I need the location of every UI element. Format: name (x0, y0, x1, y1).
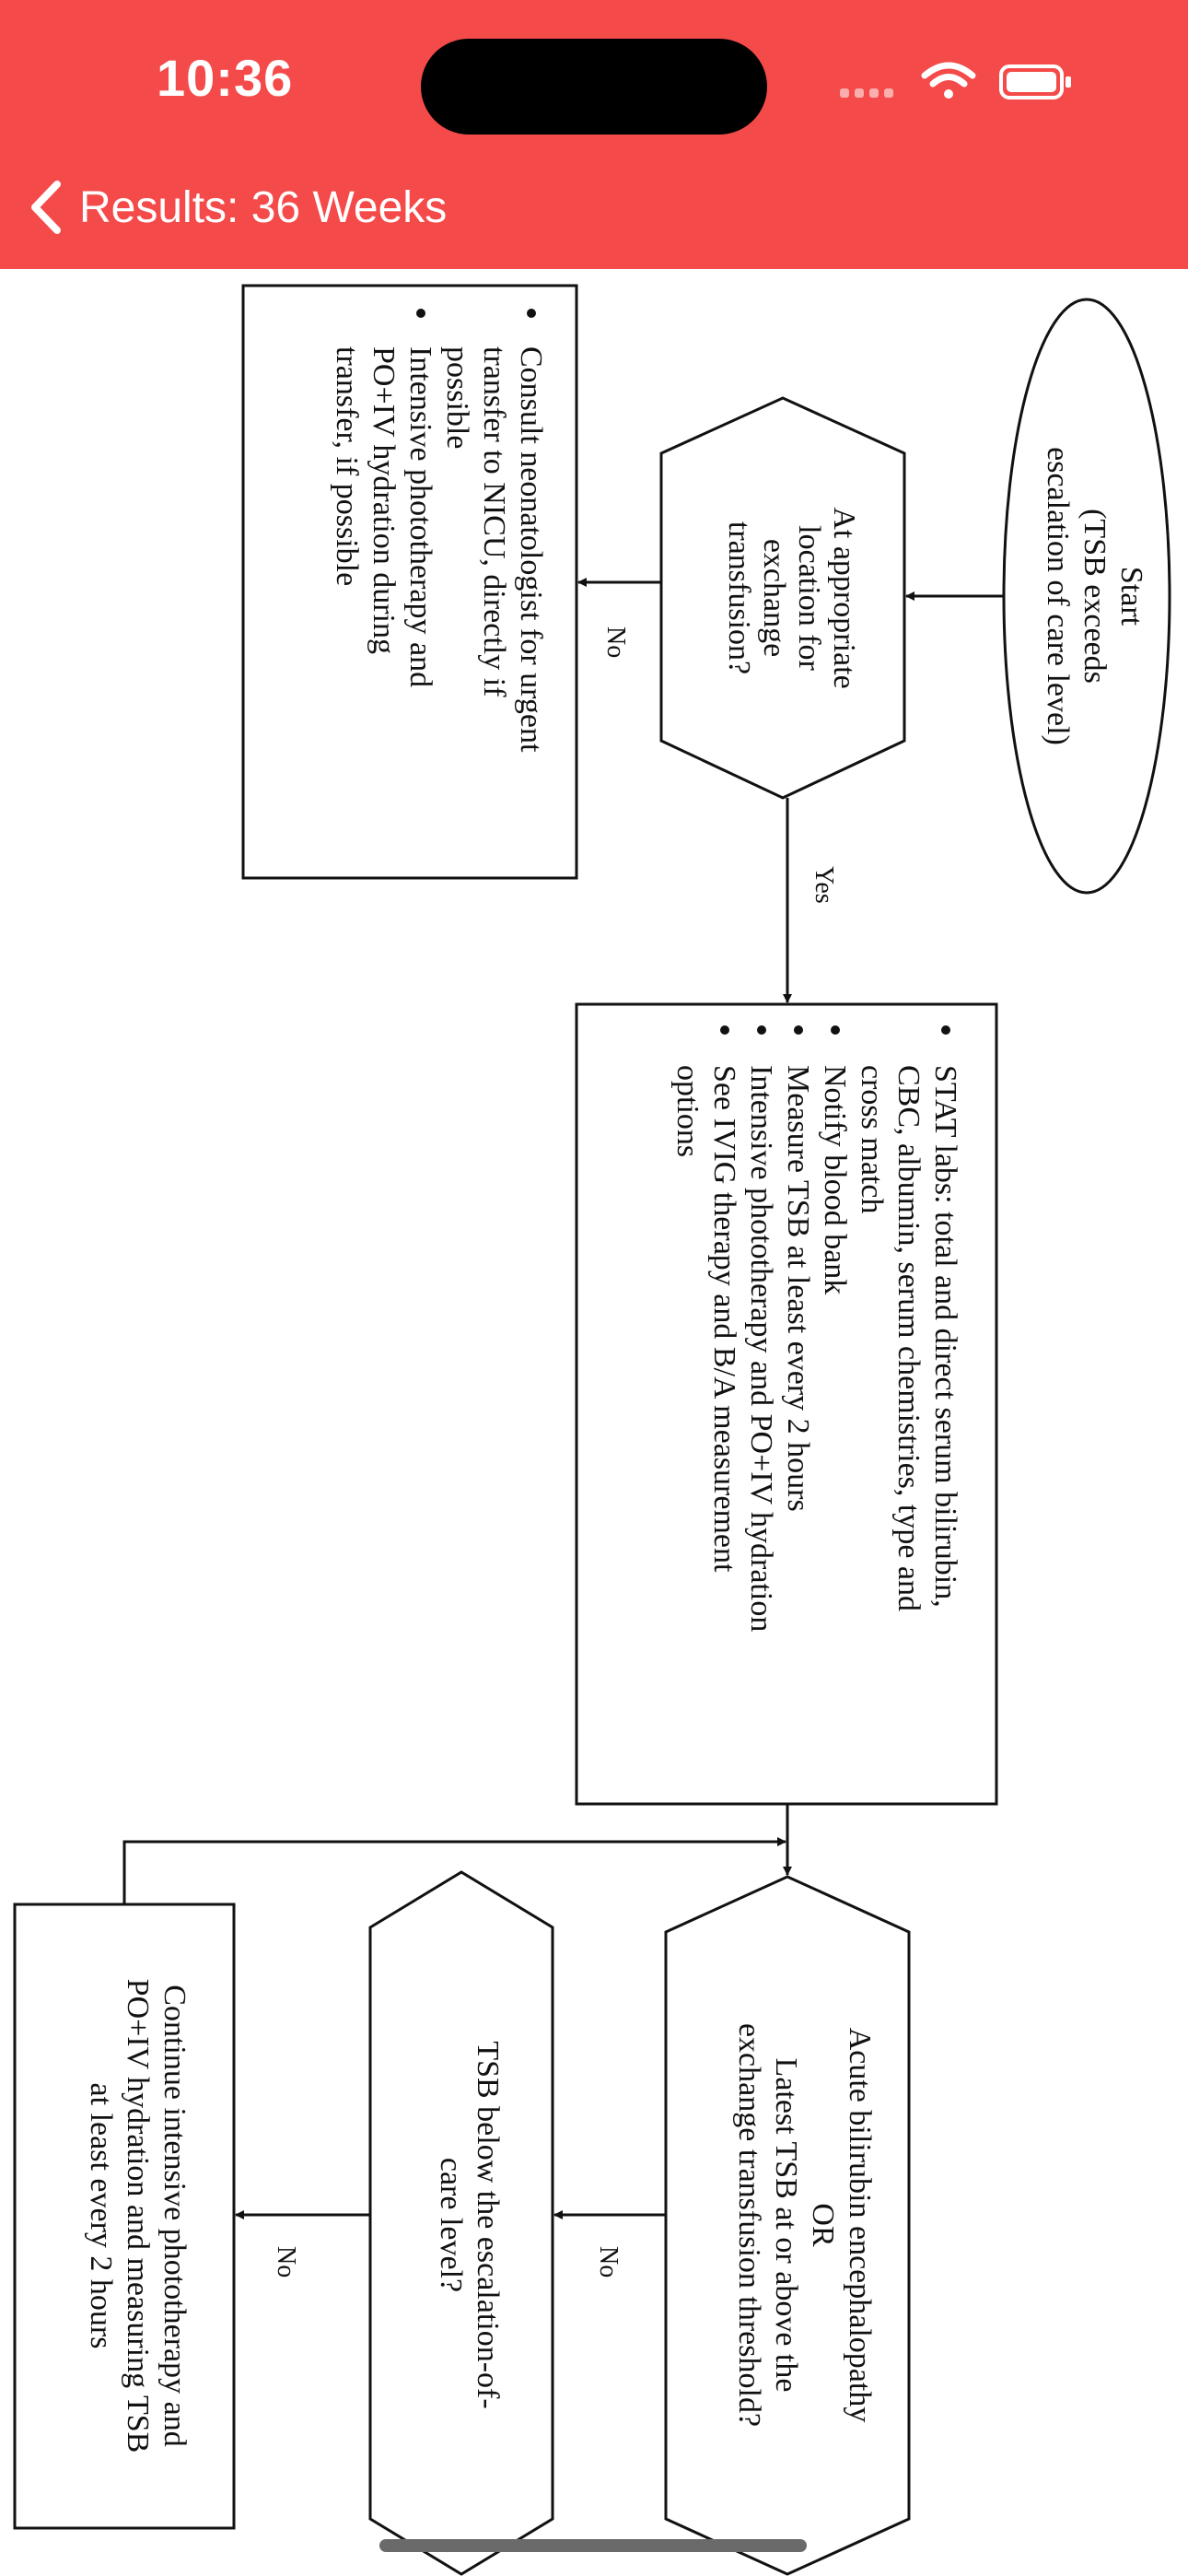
bullet-5 (794, 1025, 803, 1035)
decision-location-line-4: transfusion? (722, 521, 756, 674)
decision-location-hexagon (659, 396, 906, 800)
battery-icon (999, 64, 1071, 100)
back-label: Results: 36 Weeks (79, 182, 448, 232)
decision-enc-line-1: Acute bilirubin encephalopathy (843, 2028, 877, 2423)
box-no-line-4: Intensive phototherapy and (403, 346, 437, 687)
cellular-signal-icon (840, 88, 893, 98)
flowchart-content[interactable]: Start (TSB exceeds escalation of care le… (0, 269, 1188, 2576)
navigation-header: 10:36 Results: 36 Weeks (0, 0, 1188, 269)
start-line-1: Start (1114, 567, 1148, 626)
box-yes-line-5: Measure TSB at least every 2 hours (781, 1065, 815, 1512)
box-yes-line-7: See IVIG therapy and B/A measurement (707, 1065, 741, 1573)
decision-location-line-1: At appropriate (827, 507, 861, 688)
box-yes-line-1: STAT labs: total and direct serum biliru… (928, 1065, 962, 1608)
decision-enc-line-4: exchange transfusion threshold? (732, 2023, 766, 2427)
box-no-location (241, 284, 578, 880)
box-continue-line-2: PO+IV hydration and measuring TSB (121, 1979, 155, 2453)
wifi-icon (921, 62, 976, 99)
start-line-2: (TSB exceeds (1077, 509, 1112, 684)
bullet-2 (416, 309, 425, 318)
box-yes-line-4: Notify blood bank (818, 1065, 852, 1294)
decision-location-line-2: location for (792, 525, 826, 671)
box-yes-line-2: CBC, albumin, serum chemistries, type an… (891, 1065, 926, 1611)
label-no-2: No (594, 2246, 623, 2277)
decision-location-line-3: exchange (757, 539, 791, 657)
box-no-line-1: Consult neonatologist for urgent (514, 346, 548, 753)
label-no-1: No (601, 626, 630, 658)
box-no-line-6: transfer, if possible (330, 346, 364, 586)
box-yes-line-6: Intensive phototherapy and PO+IV hydrati… (744, 1065, 778, 1632)
dynamic-island (421, 39, 767, 135)
start-line-3: escalation of care level) (1041, 447, 1075, 745)
box-no-line-3: possible (440, 346, 474, 449)
label-no-3: No (272, 2246, 300, 2277)
box-continue-line-1: Continue intensive phototherapy and (157, 1985, 192, 2446)
decision-below-line-2: care level? (434, 2158, 468, 2292)
flowchart-diagram: Start (TSB exceeds escalation of care le… (13, 284, 1171, 2576)
box-yes-location (575, 1002, 998, 1806)
status-time: 10:36 (157, 49, 294, 107)
arrow-loop-back (122, 1837, 786, 1904)
chevron-left-icon (31, 181, 61, 234)
home-indicator[interactable] (379, 2539, 807, 2552)
bullet-6 (757, 1025, 766, 1035)
box-continue (13, 1903, 236, 2530)
bullet-3 (941, 1025, 950, 1035)
decision-enc-line-2: OR (806, 2203, 840, 2247)
back-button[interactable]: Results: 36 Weeks (28, 175, 447, 240)
bullet-4 (831, 1025, 840, 1035)
decision-below-hexagon (368, 1870, 554, 2576)
decision-below-line-1: TSB below the escalation-of- (471, 2041, 505, 2408)
decision-encephalopathy-hexagon (664, 1875, 911, 2576)
label-yes-1: Yes (809, 866, 838, 904)
status-icons (840, 53, 1079, 109)
box-no-line-2: transfer to NICU, directly if (477, 346, 511, 697)
bullet-1 (527, 309, 536, 318)
box-continue-line-3: at least every 2 hours (84, 2083, 118, 2349)
box-yes-line-3: cross match (855, 1065, 889, 1213)
box-no-line-5: PO+IV hydration during (367, 346, 401, 654)
box-yes-line-8: options (670, 1065, 705, 1157)
decision-enc-line-3: Latest TSB at or above the (769, 2058, 803, 2393)
bullet-7 (720, 1025, 729, 1035)
